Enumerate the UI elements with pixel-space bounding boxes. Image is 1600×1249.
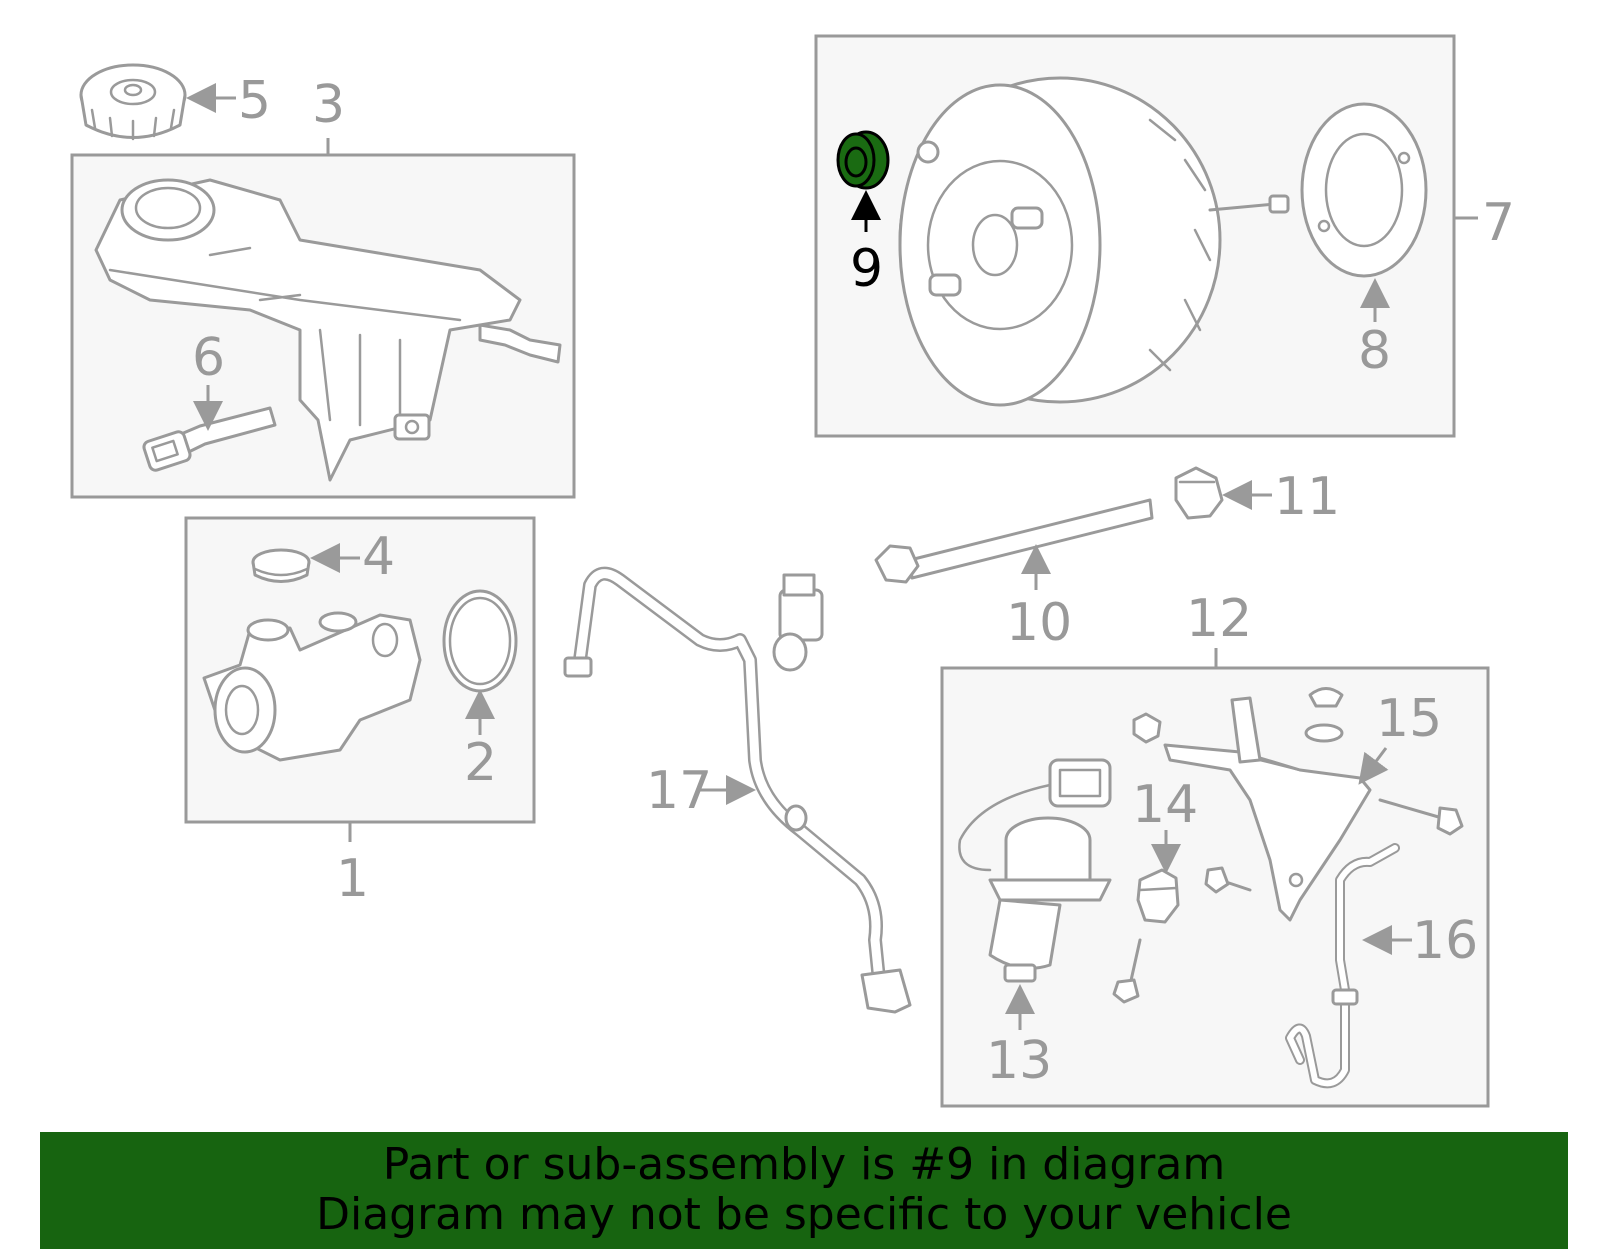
reservoir-cap-part bbox=[79, 63, 187, 141]
vacuum-line-part bbox=[1285, 843, 1400, 1089]
booster-gasket-part bbox=[1300, 102, 1428, 278]
vacuum-pump-part bbox=[958, 758, 1112, 983]
o-ring-part bbox=[442, 589, 518, 693]
nut-part bbox=[1174, 466, 1224, 520]
info-banner: Part or sub-assembly is #9 in diagram Di… bbox=[40, 1132, 1568, 1249]
callout-4: 4 bbox=[362, 527, 395, 587]
banner-line-part-number: Part or sub-assembly is #9 in diagram bbox=[382, 1139, 1226, 1190]
vacuum-hose-part bbox=[563, 566, 912, 1014]
callout-16: 16 bbox=[1412, 911, 1478, 971]
brake-booster-part bbox=[898, 76, 1290, 407]
hardware-parts bbox=[1112, 687, 1464, 1004]
callout-7: 7 bbox=[1482, 193, 1515, 253]
callout-9-highlighted: 9 bbox=[850, 239, 883, 299]
callout-12: 12 bbox=[1186, 589, 1252, 649]
callout-10: 10 bbox=[1006, 593, 1072, 653]
fluid-reservoir-part bbox=[94, 178, 562, 482]
master-cylinder-part bbox=[202, 611, 422, 762]
callout-11: 11 bbox=[1274, 467, 1340, 527]
callout-1: 1 bbox=[336, 849, 369, 909]
long-bolt-part bbox=[874, 498, 1154, 584]
callout-17: 17 bbox=[646, 761, 712, 821]
callout-13: 13 bbox=[986, 1031, 1052, 1091]
callout-14: 14 bbox=[1132, 775, 1198, 835]
callout-2: 2 bbox=[464, 733, 497, 793]
mounting-bracket-part bbox=[1163, 696, 1372, 922]
callout-5: 5 bbox=[238, 71, 271, 131]
banner-line-disclaimer: Diagram may not be specific to your vehi… bbox=[316, 1189, 1292, 1240]
callout-3: 3 bbox=[312, 75, 345, 135]
booster-seal-part-highlighted bbox=[836, 130, 890, 190]
callout-8: 8 bbox=[1358, 321, 1391, 381]
callout-6: 6 bbox=[192, 328, 225, 388]
bushing-part bbox=[1136, 868, 1180, 924]
grommet-part bbox=[251, 548, 311, 583]
callout-15: 15 bbox=[1376, 689, 1442, 749]
